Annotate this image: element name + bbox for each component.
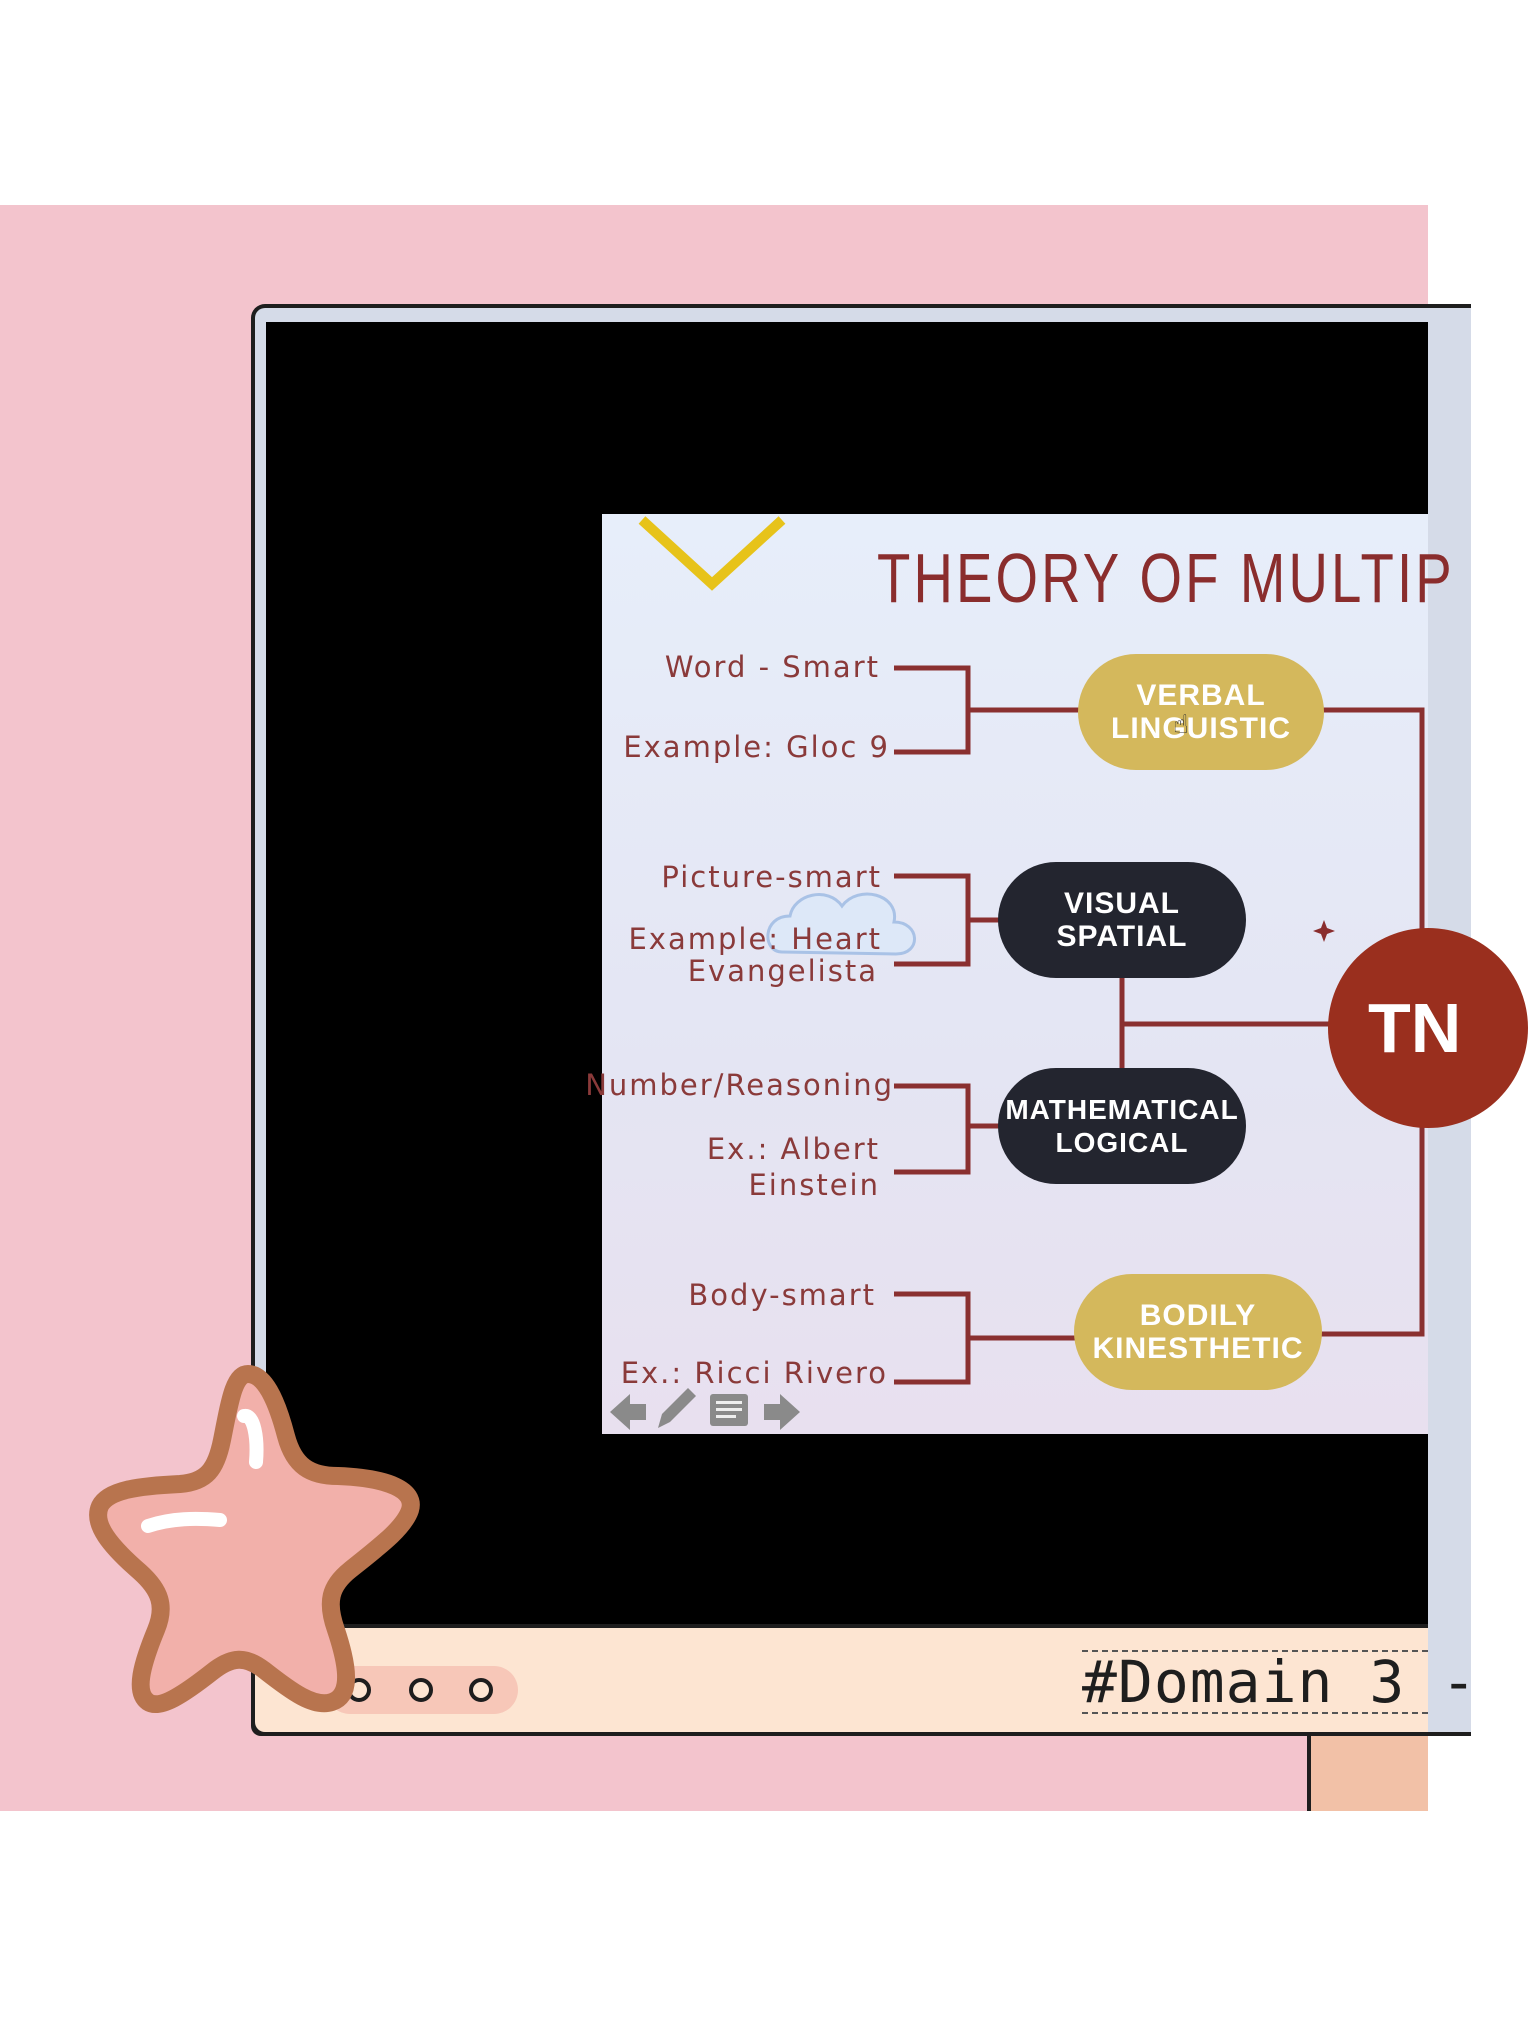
label-bodily-example: Ex.: Ricci Rivero [620, 1356, 888, 1390]
node-visual-line2: SPATIAL [1056, 920, 1188, 953]
domain-tag-rule-bottom [1082, 1712, 1428, 1714]
node-math-line2: LOGICAL [1055, 1127, 1189, 1158]
label-math-example: Ex.: Albert [706, 1132, 880, 1166]
node-verbal-line2: LINGUISTIC [1111, 712, 1291, 745]
chevron-down-icon [638, 516, 786, 591]
connector-math-bracket [894, 1083, 971, 1175]
domain-tag-rule-top [1082, 1650, 1428, 1652]
next-arrow-icon [764, 1394, 800, 1430]
bezel-dot-3 [469, 1678, 493, 1702]
domain-tag: #Domain 3 - [1082, 1648, 1478, 1716]
connector-bodily-bracket [894, 1291, 971, 1385]
label-visual-desc: Picture-smart [661, 860, 882, 894]
node-math-line1: MATHEMATICAL [1005, 1094, 1239, 1125]
center-node[interactable]: TN [1328, 928, 1528, 1128]
node-bodily-line1: BODILY [1139, 1299, 1257, 1332]
bezel-dot-2 [409, 1678, 433, 1702]
label-math-example-line2: Einstein [748, 1168, 880, 1202]
label-visual-example: Example: Heart [628, 922, 882, 956]
presentation-slide[interactable]: THEORY OF MULTIP Word - Smart Example: G… [585, 514, 1528, 1434]
star-sticker-icon [89, 1365, 420, 1713]
slide-controls [610, 1388, 800, 1430]
monitor-stand [1307, 1736, 1428, 1811]
sparkle-icon [1313, 920, 1335, 942]
prev-arrow-icon [610, 1394, 646, 1430]
cloud-icon [766, 892, 916, 956]
node-bodily-line2: KINESTHETIC [1092, 1332, 1304, 1365]
label-bodily-desc: Body-smart [688, 1278, 876, 1312]
node-verbal-line1: VERBAL [1136, 679, 1266, 712]
pen-icon [658, 1388, 696, 1428]
slide-title: THEORY OF MULTIP [877, 539, 1455, 617]
label-verbal-example: Example: Gloc 9 [623, 730, 890, 764]
label-visual-example-line2: Evangelista [687, 954, 878, 988]
node-visual-line1: VISUAL [1063, 887, 1180, 920]
label-math-desc: Number/Reasoning [585, 1068, 894, 1102]
label-verbal-desc: Word - Smart [664, 650, 880, 684]
connector-verbal-bracket [894, 665, 971, 755]
cursor-hand-icon: ☝ [1173, 710, 1189, 740]
slide-connectors [610, 516, 1425, 1430]
